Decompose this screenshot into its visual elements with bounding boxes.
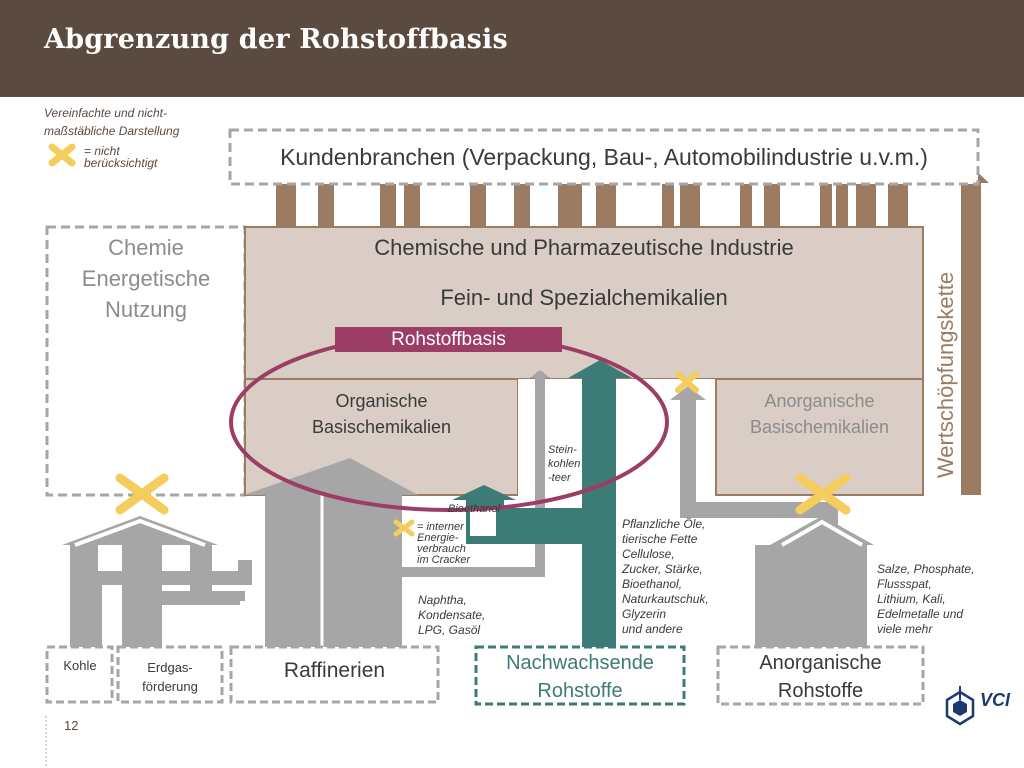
organic-line1: Organische — [335, 391, 428, 411]
value-chain-label: Wertschöpfungskette — [933, 271, 958, 479]
internal-energy-line3: verbrauch — [417, 543, 466, 555]
header-bar — [0, 0, 1024, 97]
source-renewables-line1: Nachwachsende — [506, 652, 654, 674]
inorganic-line1: Anorganische — [764, 391, 875, 411]
refinery-arrow — [244, 458, 418, 647]
coal-tar-line1: Stein- — [548, 444, 577, 456]
legend-not-considered-line2: berücksichtigt — [84, 156, 158, 170]
customer-box — [228, 128, 980, 186]
renewables-line6: Naturkautschuk, — [622, 592, 709, 606]
source-inorganic-line2: Rohstoffe — [777, 680, 864, 702]
renewables-line4: Zucker, Stärke, — [622, 562, 703, 576]
vci-logo-text: VCI — [980, 690, 1011, 710]
organic-line2: Basischemikalien — [311, 417, 452, 437]
internal-energy-line2: Energie- — [417, 532, 459, 544]
coal-tar-label: Stein- kohlen -teer — [548, 443, 580, 485]
minerals-line4: Edelmetalle und — [877, 607, 964, 621]
legend-cross-icon — [48, 143, 76, 167]
naphtha-line1: Naphtha, — [418, 593, 467, 607]
source-gas-box — [116, 645, 224, 704]
source-inorganic-box — [716, 645, 925, 706]
energy-use-label: Chemie Energetische Nutzung — [50, 232, 242, 325]
chem-industry-label: Chemische und Pharmazeutische Industrie — [374, 235, 794, 260]
renewables-line7: Glyzerin — [622, 607, 667, 621]
cross-coal-icon — [115, 473, 169, 515]
inorganic-box — [715, 378, 924, 496]
cross-inorganic-small-icon — [675, 371, 699, 393]
renewables-line3: Cellulose, — [622, 547, 675, 561]
renewables-line5: Bioethanol, — [622, 577, 683, 591]
coal-tar-line3: -teer — [548, 472, 571, 484]
legend-note: Vereinfachte und nicht- maßstäbliche Dar… — [44, 104, 179, 140]
vci-logo — [945, 686, 975, 726]
legend-not-considered-line1: = nicht — [84, 144, 120, 158]
source-inorganic-label: Anorganische Rohstoffe — [720, 649, 921, 705]
energy-use-line3: Nutzung — [105, 297, 187, 322]
source-renewables-line2: Rohstoffe — [537, 680, 623, 702]
minerals-line1: Salze, Phosphate, — [877, 562, 975, 576]
energy-use-line2: Energetische — [81, 266, 211, 291]
internal-energy-line1: = interner — [417, 521, 464, 533]
renewables-line1: Pflanzliche Öle, — [622, 517, 706, 531]
inorganic-line2: Basischemikalien — [749, 417, 890, 437]
inorganic-label: Anorganische Basischemikalien — [718, 388, 921, 440]
naphtha-label: Naphtha, Kondensate, LPG, Gasöl — [418, 593, 485, 638]
minerals-line3: Lithium, Kali, — [877, 592, 946, 606]
raw-material-base-badge: Rohstoffbasis — [335, 327, 562, 352]
legend-note-line2: maßstäbliche Darstellung — [44, 124, 180, 138]
coal-tar-line2: kohlen — [548, 458, 581, 470]
renewables-list: Pflanzliche Öle, tierische Fette Cellulo… — [622, 517, 709, 637]
gray-pipes — [88, 560, 252, 647]
fine-chem-label: Fein- und Spezialchemikalien — [440, 285, 728, 310]
page-title: Abgrenzung der Rohstoffbasis — [44, 24, 508, 55]
source-renewables-label: Nachwachsende Rohstoffe — [478, 649, 682, 705]
energy-use-line1: Chemie — [108, 235, 184, 260]
legend-note-line1: Vereinfachte und nicht- — [44, 106, 167, 120]
source-gas-line2: förderung — [142, 679, 198, 694]
source-gas-line1: Erdgas- — [147, 660, 193, 675]
naphtha-line2: Kondensate, — [418, 608, 486, 622]
legend-not-considered: = nicht berücksichtigt — [84, 145, 157, 169]
renewables-line8: und andere — [622, 622, 683, 636]
source-coal-box — [45, 645, 114, 704]
customer-branches: Kundenbranchen (Verpackung, Bau-, Automo… — [280, 143, 928, 170]
internal-energy-line4: im Cracker — [417, 554, 471, 566]
internal-energy-label: = interner Energie- verbrauch im Cracker — [417, 522, 470, 566]
minerals-line5: viele mehr — [877, 622, 933, 636]
source-refinery-label: Raffinerien — [283, 659, 386, 682]
minerals-line2: Flussspat, — [877, 577, 932, 591]
page-number: 12 — [64, 718, 79, 733]
source-coal-label: Kohle — [63, 658, 97, 673]
cross-inorganic-icon — [795, 473, 851, 515]
source-refinery-box — [229, 645, 440, 704]
source-inorganic-line1: Anorganische — [759, 652, 882, 674]
organic-label: Organische Basischemikalien — [247, 388, 516, 440]
house-right — [755, 516, 874, 647]
naphtha-line3: LPG, Gasöl — [418, 623, 481, 637]
cross-cracker-icon — [393, 519, 415, 537]
renewables-line2: tierische Fette — [622, 532, 698, 546]
minerals-list: Salze, Phosphate, Flussspat, Lithium, Ka… — [877, 562, 974, 637]
bioethanol-label: Bioethanol — [448, 503, 500, 515]
source-renewables-box — [474, 645, 686, 706]
source-gas-label: Erdgas- förderung — [120, 658, 220, 696]
